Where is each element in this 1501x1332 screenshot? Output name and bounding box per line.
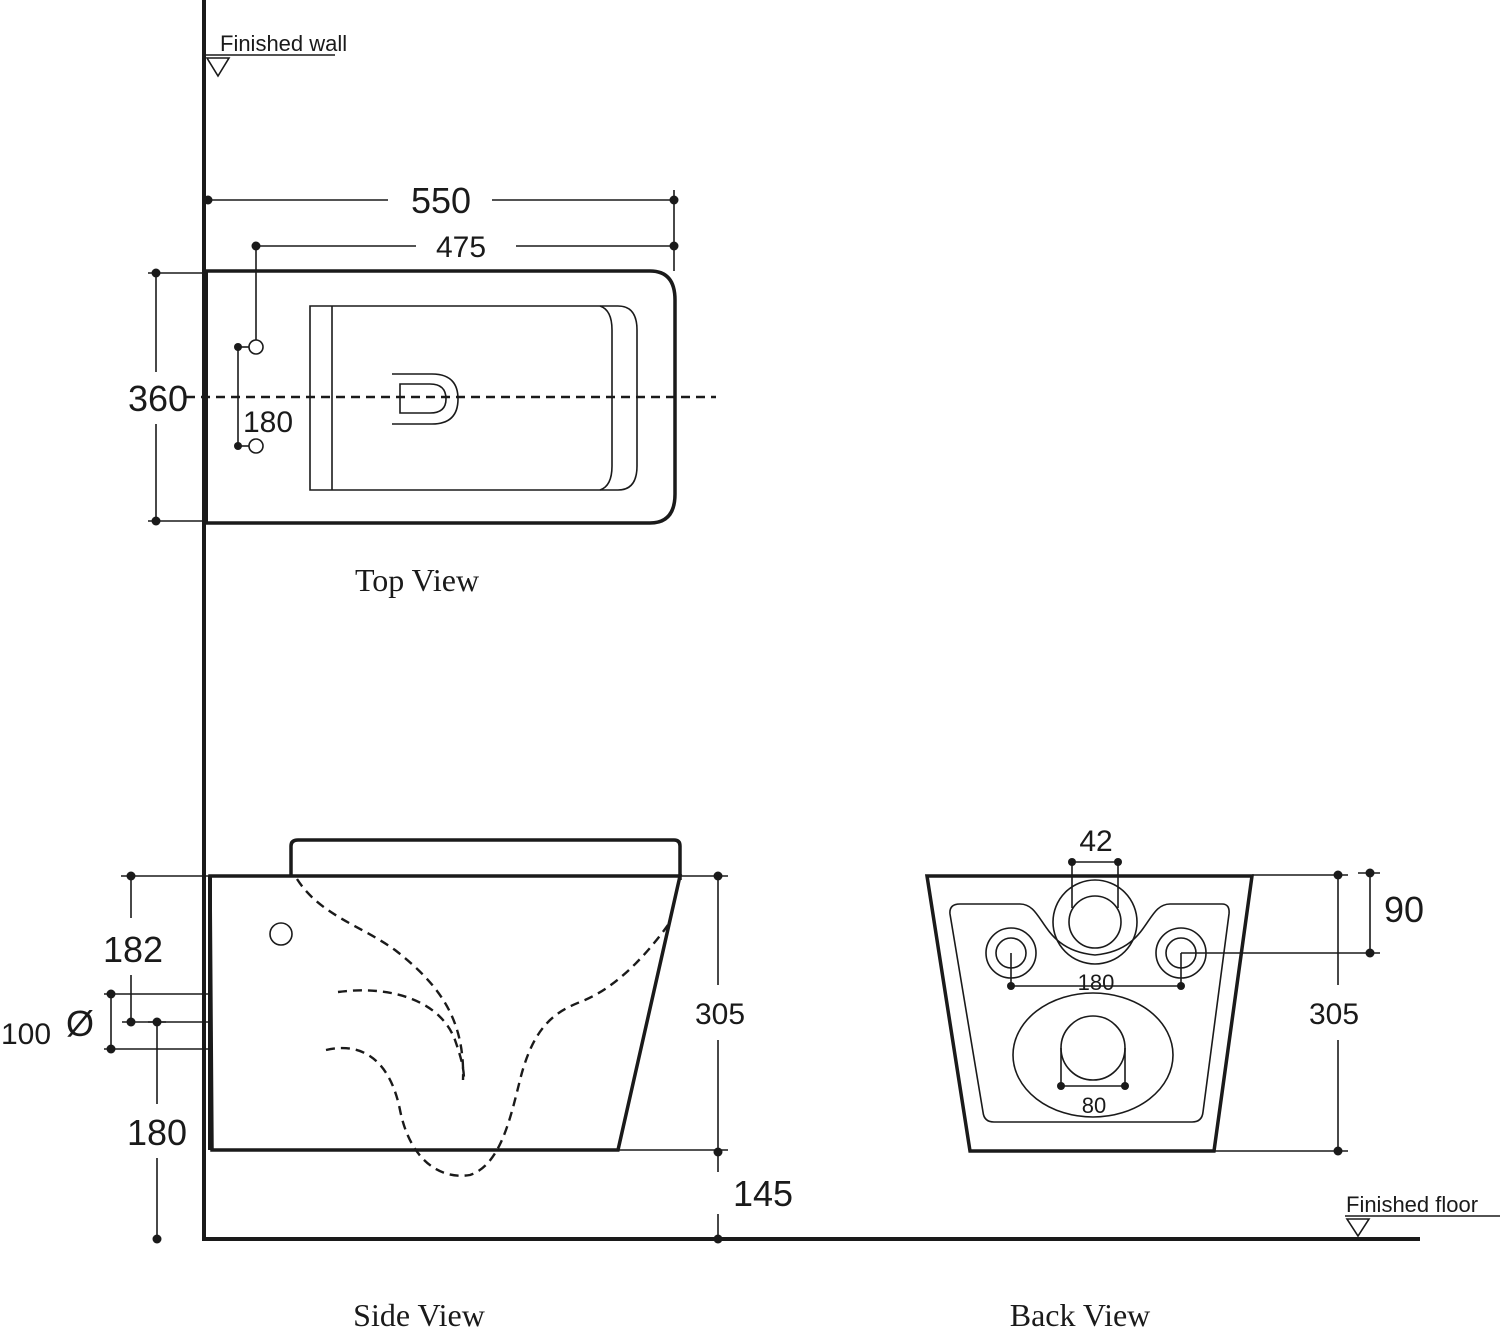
side-dim-180: 180	[127, 1017, 187, 1244]
top-dim-fixing-distance: 475	[436, 231, 486, 264]
top-view-title: Top View	[355, 562, 479, 598]
finished-floor-reference: Finished floor	[202, 1192, 1500, 1241]
back-dim-180: 180	[1007, 953, 1185, 995]
top-dim-bolt-spacing: 180	[243, 406, 293, 439]
side-dim-height: 305	[695, 998, 745, 1031]
top-dim-475: 475	[251, 231, 679, 340]
top-dim-360: 360	[128, 268, 206, 526]
diameter-symbol: Ø	[66, 1003, 94, 1044]
back-dim-height: 305	[1309, 998, 1359, 1031]
top-dim-550: 550	[203, 180, 679, 271]
finished-wall-label: Finished wall	[220, 31, 347, 56]
side-dim-outlet-diameter: 100	[1, 1018, 51, 1051]
side-view: 182 100 Ø 180	[1, 838, 793, 1332]
back-dim-inlet-diameter: 42	[1079, 825, 1112, 858]
back-dim-90: 90	[1181, 868, 1424, 958]
finished-wall-reference: Finished wall	[202, 0, 347, 1240]
back-dim-305: 305	[1214, 870, 1359, 1156]
back-view: 42 180 80 305	[924, 825, 1424, 1332]
side-view-title: Side View	[353, 1297, 485, 1332]
top-dim-width: 360	[128, 378, 188, 419]
side-dim-182: 182	[103, 871, 210, 1027]
back-dim-42: 42	[1068, 825, 1122, 908]
finished-floor-label: Finished floor	[1346, 1192, 1478, 1217]
side-dim-100: 100 Ø	[1, 989, 210, 1054]
back-dim-outlet-spacing: 80	[1082, 1093, 1106, 1118]
side-dim-floor-clearance: 145	[733, 1173, 793, 1214]
back-dim-80: 80	[1057, 1048, 1129, 1118]
back-view-title: Back View	[1010, 1297, 1151, 1332]
side-dim-inlet-height: 182	[103, 929, 163, 970]
top-view: 550 475 360 180 Top View	[128, 180, 716, 598]
side-dim-outlet-height: 180	[127, 1112, 187, 1153]
side-dim-305-145: 305 145	[618, 871, 793, 1244]
back-dim-bolt-spacing: 180	[1078, 970, 1115, 995]
back-dim-inlet-offset: 90	[1384, 889, 1424, 930]
top-dim-length: 550	[411, 180, 471, 221]
